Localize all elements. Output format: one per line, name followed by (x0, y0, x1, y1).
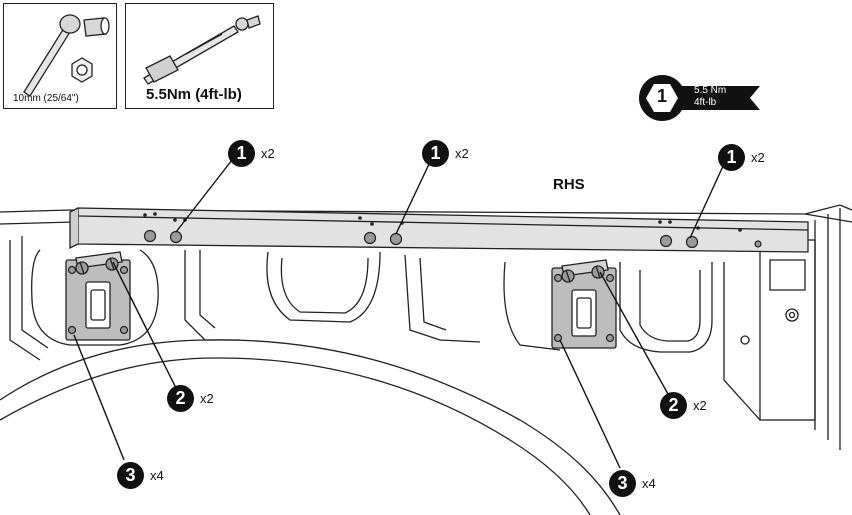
socket-tool-box: 10mm (25/64") (3, 3, 117, 109)
socket-size-label: 10mm (25/64") (13, 93, 79, 104)
callout-1-left: 1 x2 (228, 140, 275, 167)
socket-ratchet-icon (23, 14, 110, 97)
badge-number: 1 (656, 86, 667, 106)
torque-spec-badge: 1 5.5 Nm 4ft-lb (636, 72, 760, 124)
callout-qty: x2 (261, 146, 275, 161)
callout-number: 1 (228, 140, 255, 167)
torque-value-label: 5.5Nm (4ft-lb) (146, 86, 242, 103)
callout-3-right: 3 x4 (609, 470, 656, 497)
callout-2-right: 2 x2 (660, 392, 707, 419)
callout-number: 1 (422, 140, 449, 167)
callout-qty: x2 (200, 391, 214, 406)
callout-1-center: 1 x2 (422, 140, 469, 167)
wrench-badge-icon (639, 74, 760, 122)
callout-qty: x2 (455, 146, 469, 161)
badge-ftlb-value: 4ft-lb (694, 97, 717, 108)
callout-3-left: 3 x4 (117, 462, 164, 489)
callout-qty: x2 (751, 150, 765, 165)
callout-number: 2 (167, 385, 194, 412)
badge-nm-value: 5.5 Nm (694, 85, 727, 96)
callout-number: 3 (117, 462, 144, 489)
callout-qty: x4 (150, 468, 164, 483)
torque-wrench-box: 5.5Nm (4ft-lb) (125, 3, 274, 109)
side-label: RHS (553, 176, 585, 193)
callout-qty: x2 (693, 398, 707, 413)
callout-2-left: 2 x2 (167, 385, 214, 412)
callout-number: 1 (718, 144, 745, 171)
callout-number: 2 (660, 392, 687, 419)
callout-number: 3 (609, 470, 636, 497)
callout-1-right: 1 x2 (718, 144, 765, 171)
callout-qty: x4 (642, 476, 656, 491)
torque-wrench-icon (143, 15, 261, 85)
